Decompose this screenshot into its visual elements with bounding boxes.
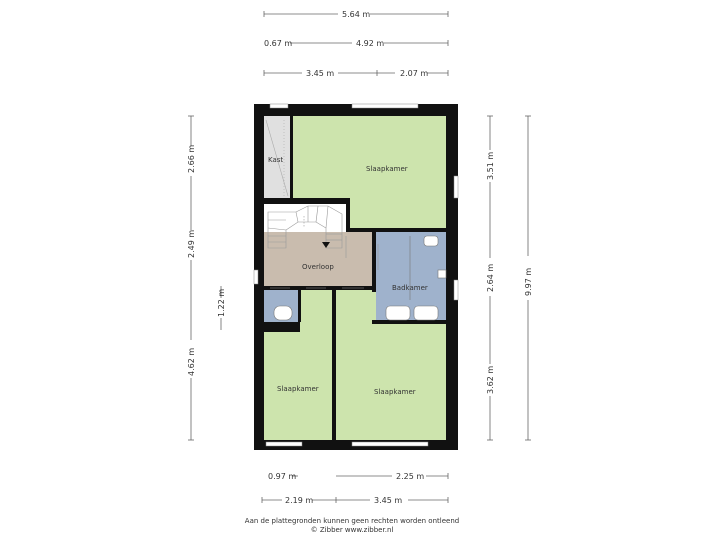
dim-right-3: 3.62 m [486, 366, 495, 394]
room-label-overloop: Overloop [302, 263, 334, 271]
dim-right-2: 2.64 m [486, 264, 495, 292]
windows [253, 103, 459, 447]
dim-top-left-small: 0.67 m [264, 39, 292, 48]
dim-bottom-1: 0.97 m [268, 472, 296, 481]
dim-left-4: 4.62 m [187, 348, 196, 376]
closet-detail [265, 119, 289, 197]
room-label-badkamer: Badkamer [392, 284, 428, 292]
dimension-lines-top [263, 11, 449, 76]
footer-copyright: © Zibber www.zibber.nl [311, 526, 394, 534]
room-label-slaapkamer-top: Slaapkamer [366, 165, 408, 173]
door-openings [270, 236, 379, 289]
slaapkamer-left-upper [300, 290, 332, 334]
room-label-kast: Kast [268, 156, 283, 164]
dim-bottom-2: 2.25 m [396, 472, 424, 481]
overloop-room [264, 232, 376, 288]
dim-left-3: 1.22 m [217, 289, 226, 317]
dim-left-1: 2.66 m [187, 145, 196, 173]
room-label-slaapkamer-right: Slaapkamer [374, 388, 416, 396]
dim-right-1: 3.51 m [486, 152, 495, 180]
dimension-lines-right [487, 115, 531, 441]
dim-top-total: 5.64 m [342, 10, 370, 19]
dimension-lines-bottom [261, 473, 449, 503]
room-label-slaapkamer-left: Slaapkamer [277, 385, 319, 393]
bathroom-fixtures [273, 235, 447, 321]
dim-top-left: 3.45 m [306, 69, 334, 78]
dim-top-right: 2.07 m [400, 69, 428, 78]
dim-left-2: 2.49 m [187, 230, 196, 258]
dim-right-total: 9.97 m [524, 268, 533, 296]
dim-top-mid: 4.92 m [356, 39, 384, 48]
staircase [267, 205, 343, 249]
dim-bottom-3: 2.19 m [285, 496, 313, 505]
footer-disclaimer: Aan de plattegronden kunnen geen rechten… [245, 517, 459, 525]
dim-bottom-4: 3.45 m [374, 496, 402, 505]
slaapkamer-left-room [262, 332, 332, 440]
dimension-lines-left [188, 115, 222, 441]
